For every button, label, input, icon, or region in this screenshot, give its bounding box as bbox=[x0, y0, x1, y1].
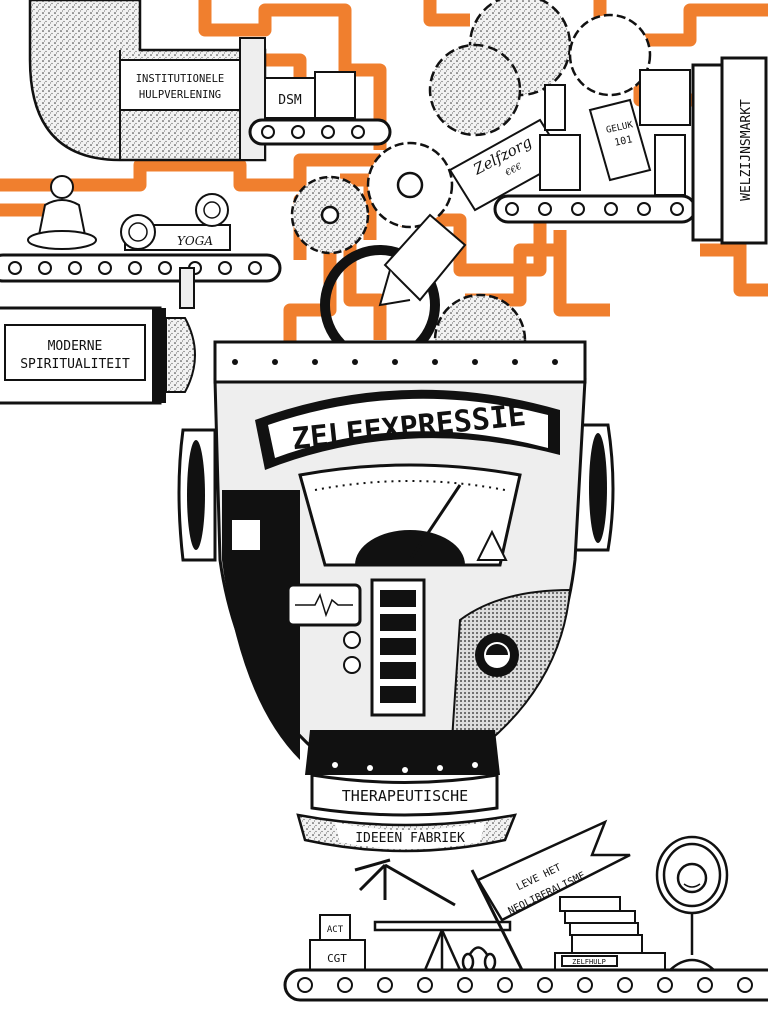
factory-label-bottom: IDEEEN FABRIEK bbox=[355, 831, 465, 846]
high-voltage-icon bbox=[476, 529, 508, 561]
book-icon bbox=[378, 213, 467, 307]
mirror-icon bbox=[655, 835, 729, 972]
dsm-book-icon: DSM bbox=[264, 71, 356, 119]
conveyor-belt-top bbox=[248, 118, 392, 146]
screws bbox=[343, 631, 361, 674]
factory-label-top: THERAPEUTISCHE bbox=[342, 787, 468, 805]
act-label: ACT bbox=[327, 925, 344, 935]
institutional-label-line1: INSTITUTIONELE bbox=[136, 73, 225, 85]
stand bbox=[354, 858, 456, 907]
happiness-book: GELUK 101 bbox=[588, 98, 652, 182]
cgt-label: CGT bbox=[327, 952, 347, 965]
orange-pipes bbox=[0, 0, 768, 345]
heartbeat-monitor-icon bbox=[286, 583, 362, 627]
conveyor-belt-left bbox=[0, 253, 282, 309]
meter-gauge-icon bbox=[298, 463, 522, 567]
headphones-icon bbox=[461, 946, 497, 972]
yoga-label: YOGA bbox=[177, 234, 213, 248]
conveyor-belt-bottom bbox=[283, 968, 768, 1002]
tripod-icon bbox=[373, 920, 512, 971]
conveyor-belt-right bbox=[493, 194, 697, 224]
spirituality-label-line1: MODERNE bbox=[48, 339, 103, 354]
spirituality-machine: MODERNE SPIRITUALITEIT bbox=[0, 306, 196, 405]
selfhelp-label: ZELFHULP bbox=[572, 958, 606, 966]
therapy-boxes: ACT CGT bbox=[309, 914, 366, 973]
gears bbox=[290, 0, 652, 387]
round-gauge bbox=[475, 633, 519, 677]
spirituality-label-line2: SPIRITUALITEIT bbox=[20, 357, 130, 372]
institutional-label-line2: HULPVERLENING bbox=[139, 89, 221, 101]
welfare-market-sign: WELZIJNSMARKT bbox=[691, 56, 768, 245]
gear-icon bbox=[428, 43, 522, 137]
welfare-market-label: WELZIJNSMARKT bbox=[739, 99, 754, 201]
level-indicator bbox=[370, 578, 426, 717]
gear-icon bbox=[568, 13, 652, 97]
book-stack: ZELFHULP bbox=[554, 896, 666, 971]
neck: THERAPEUTISCHE IDEEEN FABRIEK bbox=[296, 730, 517, 853]
market-goods bbox=[539, 69, 691, 196]
happiness-label-line2: 101 bbox=[614, 134, 634, 149]
yoga-mat-icon: YOGA bbox=[120, 193, 231, 251]
buddha-icon bbox=[27, 175, 97, 250]
dsm-label: DSM bbox=[278, 93, 302, 108]
institutional-label-plate bbox=[119, 59, 241, 111]
